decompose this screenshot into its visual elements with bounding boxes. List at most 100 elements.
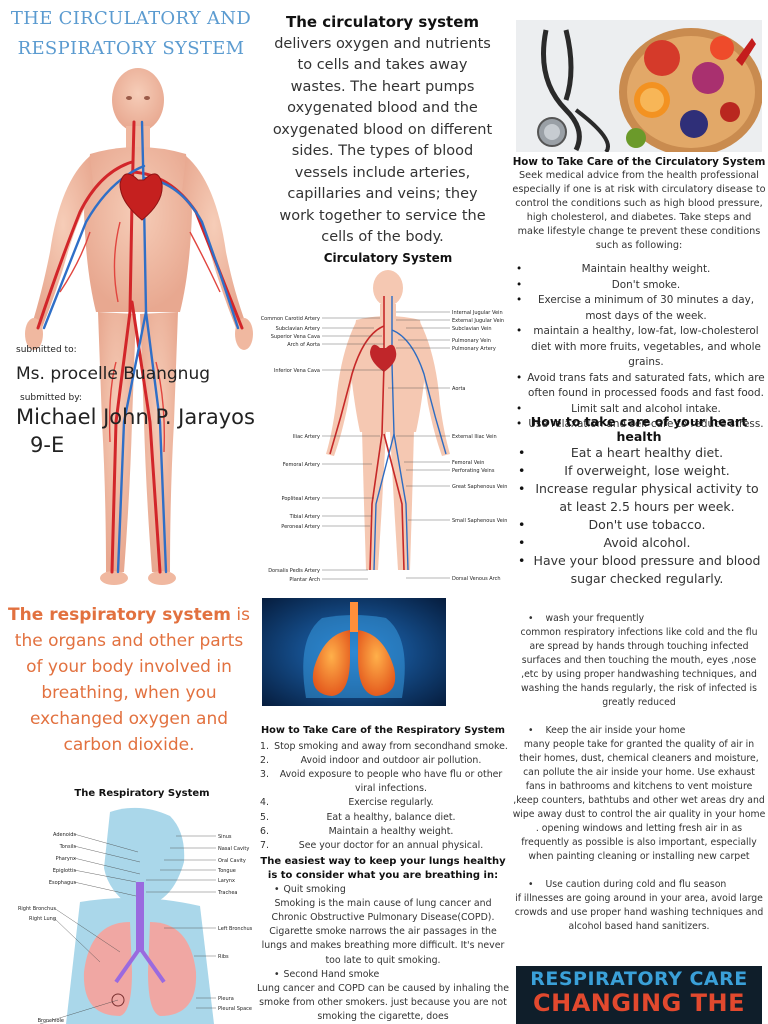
submitted-to-name: Ms. procelle Buangnug <box>16 364 211 384</box>
tip-wash-hands-text: common respiratory infections like cold … <box>520 627 758 708</box>
resp-label-left: Epiglottis <box>53 868 77 874</box>
circ-label-right: Pulmonary Artery <box>452 346 496 352</box>
quit-smoking-label: Quit smoking <box>256 883 510 897</box>
resp-label-left: Right Lung <box>29 916 56 922</box>
circulatory-body-illustration <box>20 62 260 590</box>
respiratory-care-section: How to Take Care of the Respiratory Syst… <box>256 724 510 1024</box>
circ-label-left: Iliac Artery <box>293 434 320 440</box>
respiratory-diagram-title: The Respiratory System <box>74 788 209 799</box>
circ-label-left: Femoral Artery <box>283 462 320 468</box>
respiratory-intro-highlight: The respiratory system <box>8 605 231 625</box>
list-item: 6. Maintain a healthy weight. <box>256 825 510 839</box>
list-item: 5. Eat a healthy, balance diet. <box>256 811 510 825</box>
section-label: 9-E <box>30 433 65 457</box>
list-item: 4.Exercise regularly. <box>256 796 510 810</box>
circ-label-left: Tibial Artery <box>289 514 320 520</box>
list-item-number: 1. <box>260 741 269 753</box>
resp-label-left: Tonsils <box>59 844 77 850</box>
circulatory-care-list: Maintain healthy weight. Don't smoke. Ex… <box>512 262 766 433</box>
list-item-text: See your doctor for an annual physical. <box>298 839 484 851</box>
tip-air-home-text: many people take for granted the quality… <box>512 739 766 862</box>
circ-label-left: Inferior Vena Cava <box>274 368 320 374</box>
tip-wash-hands-label: wash your frequently <box>512 612 766 626</box>
circ-label-right: Small Saphenous Vein <box>452 518 507 524</box>
list-item-number: 3. <box>260 769 269 781</box>
submitted-by-label: submitted by: <box>20 393 82 403</box>
respiratory-intro-body: is the organs and other parts of your bo… <box>14 605 250 755</box>
circulatory-intro-body: delivers oxygen and nutrients to cells a… <box>272 35 493 246</box>
circ-label-right: Pulmonary Vein <box>452 338 491 344</box>
list-item-text: Avoid exposure to people who have flu or… <box>279 769 503 795</box>
second-hand-smoke-label: Second Hand smoke <box>256 968 510 982</box>
list-item: Avoid alcohol. <box>512 534 766 552</box>
circ-label-left: Arch of Aorta <box>287 342 320 348</box>
tip-air-home-label: Keep the air inside your home <box>512 724 766 738</box>
heart-care-list: Eat a heart healthy diet. If overweight,… <box>512 444 766 588</box>
resp-label-right: Ribs <box>218 954 229 960</box>
list-item: Have your blood pressure and blood sugar… <box>512 552 766 588</box>
list-item: 2. Avoid indoor and outdoor air pollution… <box>256 754 510 768</box>
list-item: Avoid trans fats and saturated fats, whi… <box>512 371 766 402</box>
lungs-healthy-heading: The easiest way to keep your lungs healt… <box>260 855 506 881</box>
list-item: maintain a healthy, low-fat, low-cholest… <box>512 324 766 371</box>
list-item: Limit salt and alcohol intake. <box>512 402 766 418</box>
poster-line-2: CHANGING THE <box>533 989 745 1017</box>
submitted-by-name: Michael John P. Jarayos <box>16 405 255 429</box>
list-item-number: 5. <box>260 811 269 823</box>
heart-care-heading: How to take care of your heart health <box>530 414 748 444</box>
list-item-text: Maintain a healthy weight. <box>328 825 454 837</box>
circulatory-intro-heading: The circulatory system <box>285 13 480 31</box>
list-item-number: 2. <box>260 755 269 767</box>
resp-label-right: Tongue <box>217 868 236 874</box>
list-item-text: Eat a healthy, balance diet. <box>326 811 456 823</box>
respiratory-care-poster: RESPIRATORY CARE CHANGING THE <box>516 966 762 1024</box>
tip-flu-season-label: Use caution during cold and flu season <box>512 878 766 892</box>
resp-label-right: Sinus <box>218 834 232 840</box>
circ-label-right: Dorsal Venous Arch <box>452 576 501 582</box>
list-item: If overweight, lose weight. <box>512 462 766 480</box>
resp-label-left: Esophagus <box>49 880 77 886</box>
circ-label-right: Subclavian Vein <box>452 326 492 332</box>
list-item-text: Stop smoking and away from secondhand sm… <box>274 741 508 753</box>
list-item: Don't use tobacco. <box>512 516 766 534</box>
circ-label-right: Great Saphenous Vein <box>452 484 507 490</box>
resp-label-left: Adenoids <box>53 832 76 838</box>
list-item-number: 4. <box>260 797 269 809</box>
resp-label-right: Nasal Cavity <box>218 846 249 852</box>
list-item: Increase regular physical activity to at… <box>512 480 766 516</box>
list-item-text: Avoid indoor and outdoor air pollution. <box>300 755 482 767</box>
title-line-2: RESPIRATORY SYSTEM <box>17 38 245 59</box>
resp-label-left: Pharynx <box>56 856 76 862</box>
resp-label-right: Larynx <box>218 878 235 884</box>
circ-label-left: Popliteal Artery <box>282 496 320 502</box>
resp-label-right: Pleura <box>218 996 234 1002</box>
submitted-to-label: submitted to: <box>16 345 77 355</box>
list-item-number: 6. <box>260 825 269 837</box>
stethoscope-fruit-photo <box>516 20 762 152</box>
circ-label-right: External Jugular Vein <box>452 318 504 324</box>
list-item: 1. Stop smoking and away from secondhand … <box>256 740 510 754</box>
resp-label-right: Trachea <box>217 890 238 896</box>
quit-smoking-text: Smoking is the main cause of lung cancer… <box>261 898 505 966</box>
circ-label-left: Plantar Arch <box>289 577 320 583</box>
respiratory-tips-section: wash your frequently common respiratory … <box>512 612 766 934</box>
list-item-number: 7. <box>260 839 269 851</box>
circulatory-diagram: Circulatory System <box>256 244 512 588</box>
circ-label-left: Subclavian Artery <box>276 326 320 332</box>
heart-care-section: Eat a heart healthy diet. If overweight,… <box>512 444 766 588</box>
circulatory-care-intro: Seek medical advice from the health prof… <box>512 170 766 251</box>
circ-label-left: Common Carotid Artery <box>261 316 320 322</box>
title-line-1: THE CIRCULATORY AND <box>10 8 252 29</box>
list-item: 7. See your doctor for an annual physical… <box>256 839 510 853</box>
respiratory-care-list: 1. Stop smoking and away from secondhand … <box>256 740 510 853</box>
poster-line-1: RESPIRATORY CARE <box>530 968 748 990</box>
resp-label-right: Oral Cavity <box>218 858 246 864</box>
list-item: Don't smoke. <box>512 278 766 294</box>
lungs-photo <box>262 598 446 706</box>
respiratory-care-heading: How to Take Care of the Respiratory Syst… <box>260 725 506 736</box>
resp-label-right: Pleural Space <box>218 1006 252 1012</box>
circulatory-intro: The circulatory system delivers oxygen a… <box>270 12 495 249</box>
resp-label-left: Right Bronchus <box>18 906 56 912</box>
circulatory-diagram-title: Circulatory System <box>324 251 453 265</box>
list-item: 3. Avoid exposure to people who have flu … <box>256 768 510 796</box>
